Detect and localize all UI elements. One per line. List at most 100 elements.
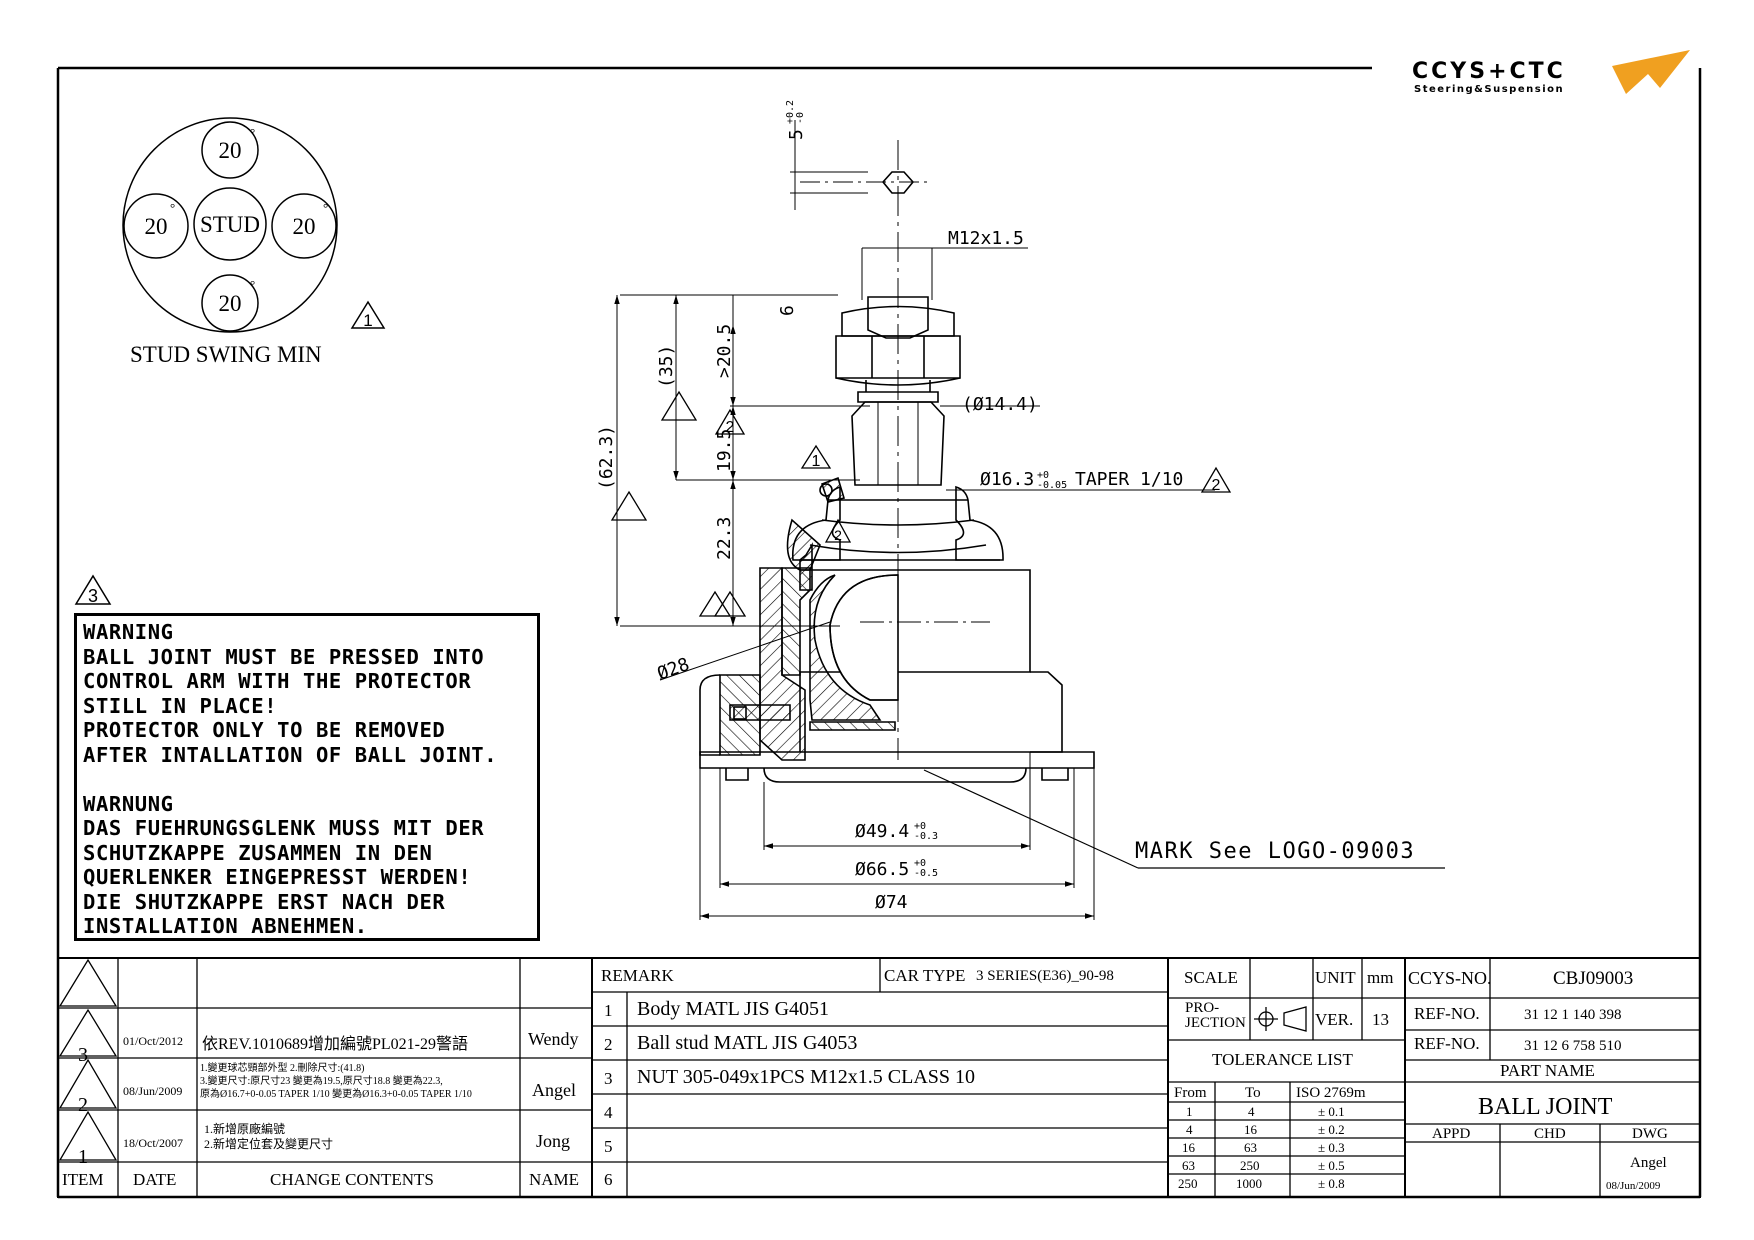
dimension-lines <box>614 120 1215 920</box>
dim-six: 6 <box>777 305 798 316</box>
tol-value-5: ± 0.8 <box>1318 1176 1345 1191</box>
header-item: ITEM <box>62 1170 104 1189</box>
rev-item-2: 2 <box>78 1094 88 1116</box>
rev-name-3: Wendy <box>528 1029 579 1049</box>
tol-header-to: To <box>1245 1085 1261 1101</box>
ball-joint-drawing <box>699 140 1445 869</box>
swing-top: 20 <box>219 138 242 163</box>
car-type-label: CAR TYPE <box>884 966 966 985</box>
warning-line: DIE SHUTZKAPPE ERST NACH DER <box>83 889 446 914</box>
dim-d163-tol-upper: +0 <box>1037 470 1049 481</box>
tol-to-4: 250 <box>1240 1158 1260 1173</box>
swing-center: STUD <box>200 212 260 237</box>
tol-to-5: 1000 <box>1236 1176 1262 1191</box>
part-name: BALL JOINT <box>1478 1094 1613 1120</box>
tol-header-from: From <box>1174 1085 1207 1101</box>
tol-header-std: ISO 2769m <box>1296 1085 1366 1101</box>
rev-change-1: 1.新增原廠編號 2.新增定位套及變更尺寸 <box>204 1122 333 1152</box>
appd-label: APPD <box>1432 1126 1471 1142</box>
rev-change-1-line1: 1.新增原廠編號 <box>204 1122 286 1136</box>
swing-deg-right: ° <box>323 200 328 215</box>
part-name-label: PART NAME <box>1500 1061 1595 1080</box>
rev-change-1-line2: 2.新增定位套及變更尺寸 <box>204 1137 334 1151</box>
svg-text:1: 1 <box>363 311 372 330</box>
tol-from-3: 16 <box>1182 1140 1195 1155</box>
dim-thread: 5 <box>786 129 807 140</box>
dim-d494-tol-upper: +0 <box>914 821 926 832</box>
warning-line: PROTECTOR ONLY TO BE REMOVED <box>83 718 446 742</box>
tolerance-title: TOLERANCE LIST <box>1212 1050 1353 1069</box>
title-block-grid <box>57 957 1701 1198</box>
dwg-label: DWG <box>1632 1126 1668 1142</box>
remark-text-3: NUT 305-049x1PCS M12x1.5 CLASS 10 <box>637 1066 976 1088</box>
car-type-value: 3 SERIES(E36)_90-98 <box>976 968 1114 984</box>
swing-deg-bottom: ° <box>250 277 255 292</box>
ref-label-2: REF-NO. <box>1414 1034 1480 1053</box>
rev-change-2-line3: 原為Ø16.7+0-0.05 TAPER 1/10 變更為Ø16.3+0-0.0… <box>200 1089 472 1100</box>
dim-d28: Ø28 <box>655 654 693 685</box>
header-date: DATE <box>133 1170 177 1189</box>
ref-value-1: 31 12 1 140 398 <box>1524 1007 1622 1023</box>
dim-thread-tol-lower: -0 <box>795 112 806 124</box>
tol-value-1: ± 0.1 <box>1318 1104 1345 1119</box>
dim-h35: (35) <box>656 345 677 388</box>
ccys-value: CBJ09003 <box>1553 968 1634 989</box>
dim-d665: Ø66.5 <box>855 859 909 880</box>
header-name: NAME <box>529 1170 580 1189</box>
rev-name-2: Angel <box>532 1080 576 1100</box>
remark-no-6: 6 <box>604 1170 613 1189</box>
rev-item-1: 1 <box>78 1146 88 1168</box>
ccys-label: CCYS-NO. <box>1408 968 1492 988</box>
ref-value-2: 31 12 6 758 510 <box>1524 1038 1622 1054</box>
rev-change-2: 1.變更球芯頸部外型 2.刪除尺寸:(41.8) 3.變更尺寸:原尺寸23 變更… <box>200 1062 472 1101</box>
rev-triangle-swing: 1 <box>350 300 386 330</box>
stud-swing-diagram <box>122 117 338 333</box>
rev-triangle-warning: 3 <box>74 574 112 606</box>
dim-d144: (Ø14.4) <box>962 394 1038 415</box>
tol-value-4: ± 0.5 <box>1318 1158 1345 1173</box>
scale-label: SCALE <box>1184 968 1238 987</box>
dim-d665-tol-upper: +0 <box>914 858 926 869</box>
dwg-date: 08/Jun/2009 <box>1606 1180 1661 1192</box>
remark-text-2: Ball stud MATL JIS G4053 <box>637 1032 858 1054</box>
dim-h205: >20.5 <box>714 324 735 378</box>
svg-text:3: 3 <box>88 586 98 606</box>
warning-line: DAS FUEHRUNGSGLENK MUSS MIT DER <box>83 816 485 840</box>
logo-tagline: Steering&Suspension <box>1414 84 1564 95</box>
warning-line <box>83 767 537 792</box>
warning-line: SCHUTZKAPPE ZUSAMMEN IN DEN <box>83 840 433 865</box>
tol-from-2: 4 <box>1186 1122 1193 1137</box>
warning-line: STILL IN PLACE! <box>83 693 278 718</box>
rev-change-2-line1: 1.變更球芯頸部外型 2.刪除尺寸:(41.8) <box>200 1063 365 1074</box>
dim-d494: Ø49.4 <box>855 821 909 842</box>
dim-d163-tol-lower: -0.05 <box>1037 480 1067 491</box>
tol-value-2: ± 0.2 <box>1318 1122 1345 1137</box>
swing-deg-top: ° <box>250 125 255 140</box>
unit-value: mm <box>1367 968 1394 987</box>
svg-text:1: 1 <box>812 453 821 470</box>
svg-text:2: 2 <box>1212 477 1221 494</box>
projection-label-2: JECTION <box>1185 1015 1246 1031</box>
warning-line: INSTALLATION ABNEHMEN. <box>83 914 368 938</box>
rev-change-3: 依REV.1010689增加編號PL021-29警語 <box>202 1036 468 1053</box>
swing-caption: STUD SWING MIN <box>130 342 322 367</box>
remark-no-4: 4 <box>604 1103 613 1122</box>
warning-line: CONTROL ARM WITH THE PROTECTOR <box>83 669 472 693</box>
dim-h195: 19.5 <box>714 429 735 472</box>
dim-h623: (62.3) <box>596 425 617 490</box>
drawing-rev-triangles: 1 2 2 2 <box>610 390 1232 617</box>
ref-label-1: REF-NO. <box>1414 1004 1480 1023</box>
rev-date-2: 08/Jun/2009 <box>123 1084 183 1098</box>
ver-value: 13 <box>1372 1010 1389 1029</box>
tol-value-3: ± 0.3 <box>1318 1140 1345 1155</box>
warning-line: WARNING <box>83 620 174 644</box>
dim-h223: 22.3 <box>714 517 735 560</box>
warning-line: QUERLENKER EINGEPRESST WERDEN! <box>83 865 472 889</box>
company-logo: CCYS+CTC Steering&Suspension <box>1412 50 1690 95</box>
rev-change-2-line2: 3.變更尺寸:原尺寸23 變更為19.5,原尺寸18.8 變更為22.3, <box>200 1076 443 1087</box>
header-change: CHANGE CONTENTS <box>270 1170 434 1189</box>
tol-from-4: 63 <box>1182 1158 1195 1173</box>
projection-label: PRO- JECTION <box>1185 1001 1246 1031</box>
